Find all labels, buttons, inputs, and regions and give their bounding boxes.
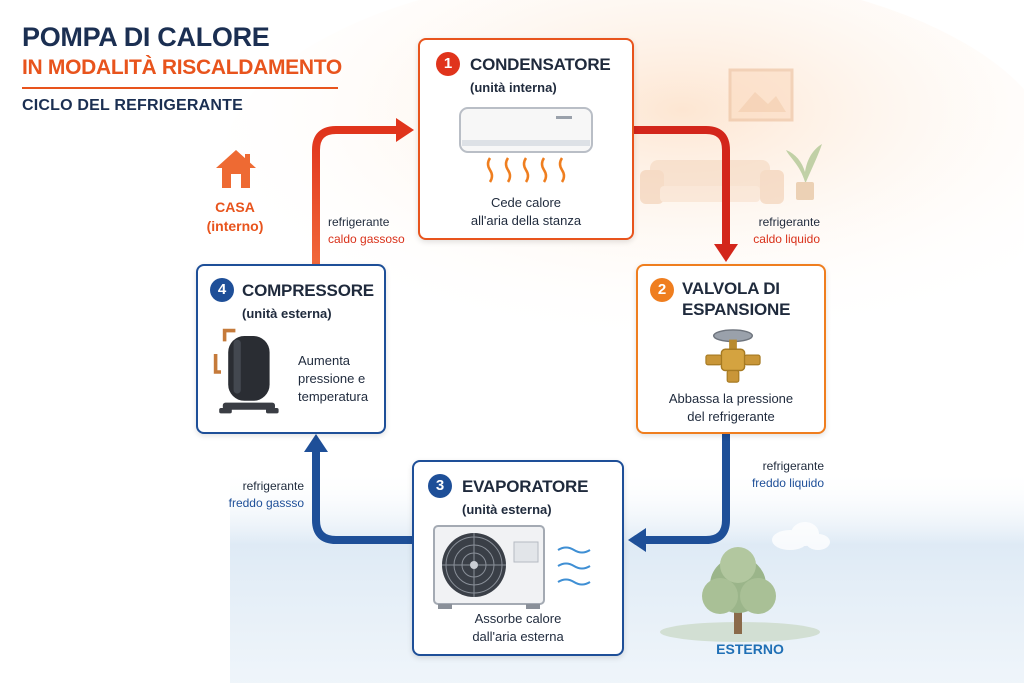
plant-icon xyxy=(786,144,822,200)
flow-label-prefix: refrigerante xyxy=(758,215,820,229)
step-description-line: pressione e xyxy=(298,371,366,386)
step-title-line: VALVOLA DI xyxy=(682,279,780,298)
step-description-line: Aumenta xyxy=(298,353,351,368)
flow-label-state: caldo liquido xyxy=(753,232,820,246)
step-subtitle: (unità interna) xyxy=(470,80,557,95)
flow-arrow-compressor-to-condenser xyxy=(312,126,398,265)
step-description-line: del refrigerante xyxy=(687,409,775,424)
expansion-valve-icon xyxy=(705,329,761,383)
flow-arrow-condenser-to-valve xyxy=(634,126,730,246)
arrowhead-to-condenser xyxy=(396,118,414,142)
step-description: Cede calore all'aria della stanza xyxy=(420,194,632,230)
flow-arrow-evaporator-to-compressor xyxy=(312,450,412,544)
page-subtitle: CICLO DEL REFRIGERANTE xyxy=(22,97,244,114)
flow-arrow-valve-to-evaporator xyxy=(644,434,730,544)
outdoor-zone-label: ESTERNO xyxy=(716,641,784,657)
flow-label-state: freddo gassso xyxy=(228,496,304,510)
step-description: Assorbe calore dall'aria esterna xyxy=(414,610,622,646)
step-subtitle: (unità esterna) xyxy=(462,502,552,517)
picture-frame-icon xyxy=(728,68,794,122)
flow-label-prefix: refrigerante xyxy=(242,479,304,493)
flow-label-prefix: refrigerante xyxy=(762,459,824,473)
house-icon xyxy=(216,150,256,188)
step-number-badge: 3 xyxy=(428,474,452,498)
step-description-line: temperatura xyxy=(298,389,369,404)
flow-label-hot-liquid: refrigerante caldo liquido xyxy=(728,214,820,248)
flow-label-cold-gas: refrigerante freddo gassso xyxy=(214,478,304,512)
indoor-zone-name: CASA xyxy=(215,199,255,215)
step-description: Aumenta pressione e temperatura xyxy=(298,352,384,406)
step-number-badge: 4 xyxy=(210,278,234,302)
step-description-line: Abbassa la pressione xyxy=(668,391,794,406)
indoor-zone-label: CASA (interno) xyxy=(170,198,300,236)
step-card-expansion-valve: 2 VALVOLA DI ESPANSIONE Abbassa la press… xyxy=(636,264,826,434)
flow-label-state: freddo liquido xyxy=(751,476,824,490)
flow-label-hot-gas: refrigerante caldo gassoso xyxy=(328,214,418,248)
step-description-line: Cede calore xyxy=(490,195,562,210)
step-description-line: dall'aria esterna xyxy=(472,629,564,644)
indoor-ac-unit-icon xyxy=(459,107,593,183)
step-title: CONDENSATORE xyxy=(470,55,611,74)
title-divider xyxy=(22,87,338,89)
step-description: Abbassa la pressione del refrigerante xyxy=(638,390,824,426)
step-title: VALVOLA DI ESPANSIONE xyxy=(682,278,790,320)
sofa-icon xyxy=(640,160,784,204)
arrowhead-to-compressor xyxy=(304,434,328,452)
step-title-line: ESPANSIONE xyxy=(682,300,791,319)
arrowhead-to-evaporator xyxy=(628,528,646,552)
flow-label-state: caldo gassoso xyxy=(328,232,405,246)
step-number-badge: 2 xyxy=(650,278,674,302)
indoor-zone-sub: (interno) xyxy=(206,218,264,234)
step-subtitle: (unità esterna) xyxy=(242,306,332,321)
arrowhead-to-valve xyxy=(714,244,738,262)
outdoor-unit-icon xyxy=(433,525,591,609)
step-card-evaporator: 3 EVAPORATORE (unità esterna) Assorbe ca… xyxy=(412,460,624,656)
step-description-line: Assorbe calore xyxy=(474,611,562,626)
page-mode-subtitle: IN MODALITÀ RISCALDAMENTO xyxy=(22,56,342,79)
step-number-badge: 1 xyxy=(436,52,460,76)
tree-icon xyxy=(660,547,820,642)
step-title: COMPRESSORE xyxy=(242,281,374,300)
flow-label-cold-liquid: refrigerante freddo liquido xyxy=(734,458,824,492)
flow-label-prefix: refrigerante xyxy=(328,215,390,229)
step-card-compressor: 4 COMPRESSORE (unità esterna) Aumenta pr… xyxy=(196,264,386,434)
step-description-line: all'aria della stanza xyxy=(470,213,582,228)
page-title: POMPA DI CALORE xyxy=(22,22,270,52)
cloud-icon xyxy=(772,522,830,550)
compressor-icon xyxy=(213,328,279,414)
step-title: EVAPORATORE xyxy=(462,477,589,496)
step-card-condenser: 1 CONDENSATORE (unità interna) Cede calo… xyxy=(418,38,634,240)
